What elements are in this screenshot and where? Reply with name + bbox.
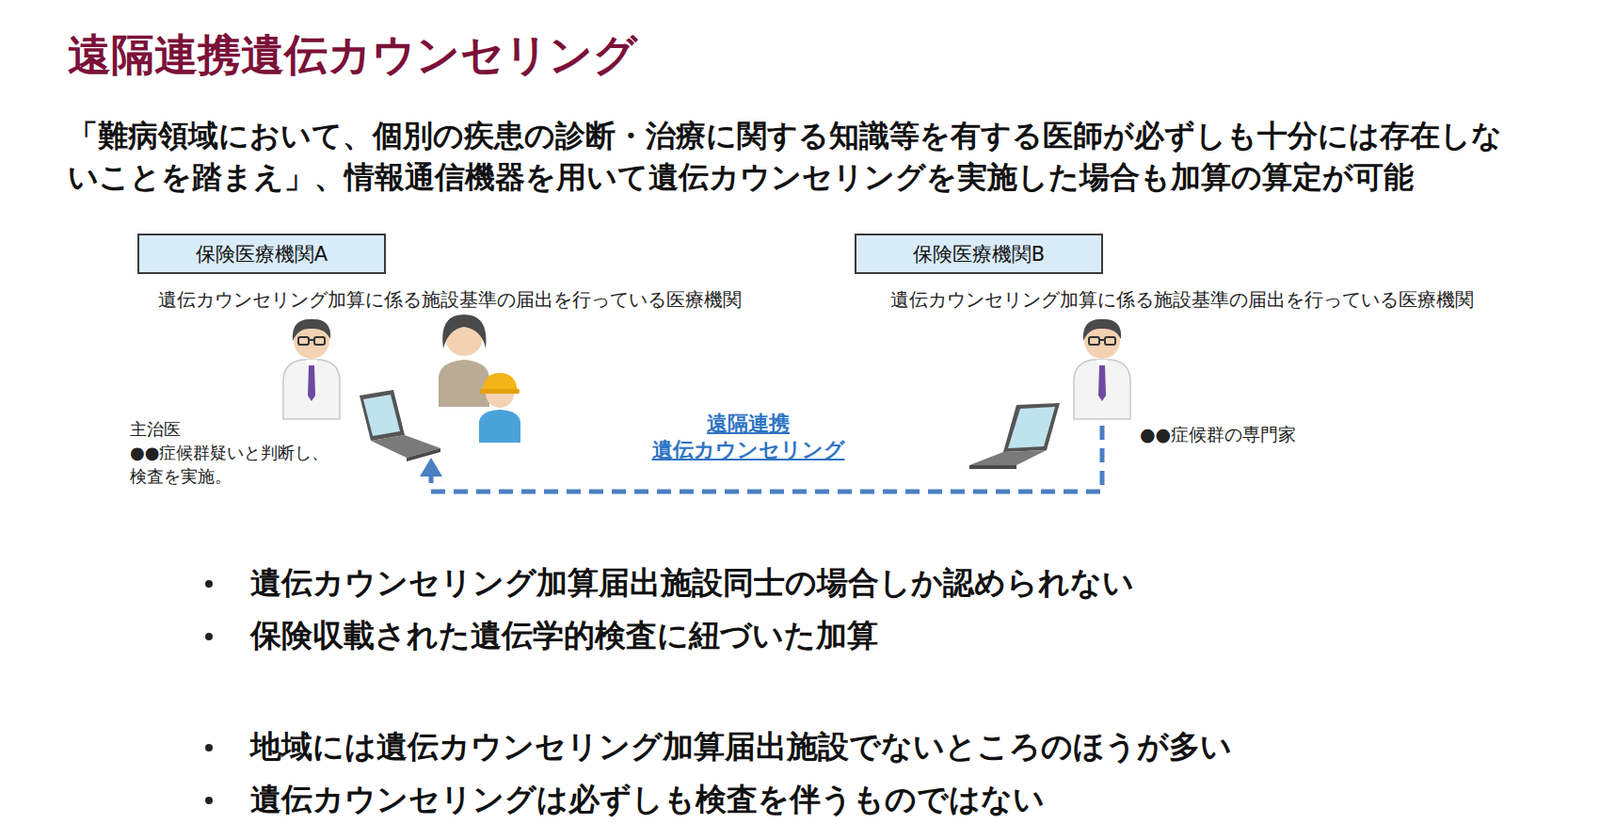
doctor-figure: [1073, 319, 1131, 419]
bullet-text: 遺伝カウンセリングは必ずしも検査を伴うものではない: [250, 780, 1045, 818]
link-label: 遠隔連携 遺伝カウンセリング: [625, 410, 871, 464]
role-label: ●●症候群の専門家: [1139, 422, 1296, 447]
bullet-text: 保険収載された遺伝学的検査に紐づいた加算: [250, 616, 879, 655]
institution-name: 保険医療機関B: [912, 240, 1045, 268]
institution-box: 保険医療機関A: [137, 233, 386, 274]
institution-name: 保険医療機関A: [195, 240, 328, 268]
facility-note: 遺伝カウンセリング加算に係る施設基準の届出を行っている医療機関: [158, 287, 742, 313]
facility-note: 遺伝カウンセリング加算に係る施設基準の届出を行っている医療機関: [890, 287, 1474, 313]
doctor-note: ●●症候群疑いと判断し、 検査を実施。: [129, 440, 366, 488]
bullet-dot: [205, 579, 213, 804]
subtitle: 「難病領域において、個別の疾患の診断・治療に関する知識等を有する医師が必ずしも十…: [67, 114, 1508, 198]
bullet-text: 遺伝カウンセリング加算届出施設同士の場合しか認められない: [250, 563, 1135, 602]
laptop-icon: [359, 389, 441, 462]
slide-title: 遠隔連携遺伝カウンセリング: [67, 26, 638, 83]
child-figure: [479, 372, 521, 443]
laptop-icon: [969, 402, 1060, 469]
bullet-text: 地域には遺伝カウンセリング加算届出施設でないところのほうが多い: [250, 727, 1232, 766]
doctor-figure: [283, 319, 340, 419]
role-label: 主治医: [129, 416, 181, 441]
institution-box: 保険医療機関B: [854, 233, 1104, 274]
